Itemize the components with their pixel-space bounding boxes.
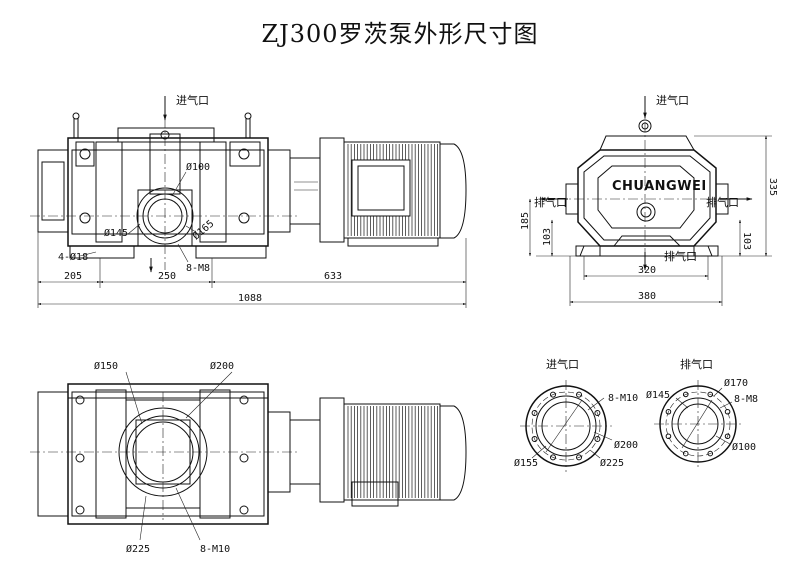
front-dim-mount-holes: 4-Ø18	[58, 251, 88, 263]
front-inlet-label: 进气口	[176, 93, 209, 107]
side-dim-380: 380	[638, 291, 656, 302]
top-view: Ø150 Ø200 Ø225 8-M10	[30, 360, 467, 555]
front-dim-633: 633	[324, 271, 342, 282]
bolt-hole	[707, 450, 714, 457]
bolt-hole	[594, 409, 601, 416]
front-dim-d165: Ø165	[190, 218, 216, 243]
bolt-hole	[531, 436, 538, 443]
outlet-flange-d100: Ø100	[732, 441, 756, 453]
outlet-flange-label: 排气口	[680, 357, 713, 371]
bolt-hole	[531, 409, 538, 416]
bolt-hole	[707, 391, 714, 398]
side-dim-103-right: 103	[741, 232, 752, 250]
side-dim-320: 320	[638, 265, 656, 276]
bolt-hole	[665, 408, 672, 415]
inlet-flange-label: 进气口	[546, 357, 579, 371]
front-dim-d100: Ø100	[186, 161, 210, 173]
top-dim-d150: Ø150	[94, 360, 118, 372]
bolt-hole	[682, 391, 689, 398]
bolt-hole	[594, 436, 601, 443]
top-dim-bolts: 8-M10	[200, 544, 230, 555]
inlet-flange-d200: Ø200	[614, 439, 638, 451]
bolt-hole	[665, 433, 672, 440]
inlet-flange-bolts: 8-M10	[608, 393, 638, 404]
top-dim-d200: Ø200	[210, 360, 234, 372]
front-dim-250: 250	[158, 271, 176, 282]
bolt-hole	[724, 408, 731, 415]
bolt-hole	[576, 454, 583, 461]
front-view: 进气口 Ø100 Ø145 Ø165 8-M8 4-Ø18 205 250 63…	[30, 93, 467, 308]
bolt-hole	[549, 454, 556, 461]
side-outlet-right: 排气口	[706, 195, 739, 209]
brand-label: CHUANGWEI	[612, 179, 707, 194]
inlet-flange-d225: Ø225	[600, 457, 624, 469]
inlet-flange: 进气口 8-M10 Ø200 Ø155 Ø225	[514, 357, 638, 472]
top-dim-d225: Ø225	[126, 543, 150, 555]
front-dim-205: 205	[64, 271, 82, 282]
outlet-flange-d145: Ø145	[646, 389, 670, 401]
front-dim-bolts: 8-M8	[186, 263, 210, 274]
bolt-hole	[576, 391, 583, 398]
inlet-flange-d155: Ø155	[514, 457, 538, 469]
side-inlet-label: 进气口	[656, 93, 689, 107]
bolt-hole	[724, 433, 731, 440]
side-view: CHUANGWEI 进气口 排气口 排气口 排气口 335 185 103	[520, 93, 778, 306]
outlet-flange-d170: Ø170	[724, 377, 748, 389]
outlet-flange: 排气口 Ø145 Ø170 8-M8 Ø100	[646, 357, 758, 468]
side-outlet-bottom: 排气口	[664, 249, 697, 263]
side-dim-103-left: 103	[542, 228, 553, 246]
bolt-hole	[682, 450, 689, 457]
drawing-title: ZJ300罗茨泵外形尺寸图	[261, 20, 539, 48]
front-dim-d145: Ø145	[104, 227, 128, 239]
side-dim-335: 335	[767, 178, 778, 196]
bolt-hole	[549, 391, 556, 398]
side-outlet-left: 排气口	[534, 195, 567, 209]
front-dim-1088: 1088	[238, 293, 262, 304]
side-dim-185: 185	[520, 212, 531, 230]
outlet-flange-bolts: 8-M8	[734, 394, 758, 405]
